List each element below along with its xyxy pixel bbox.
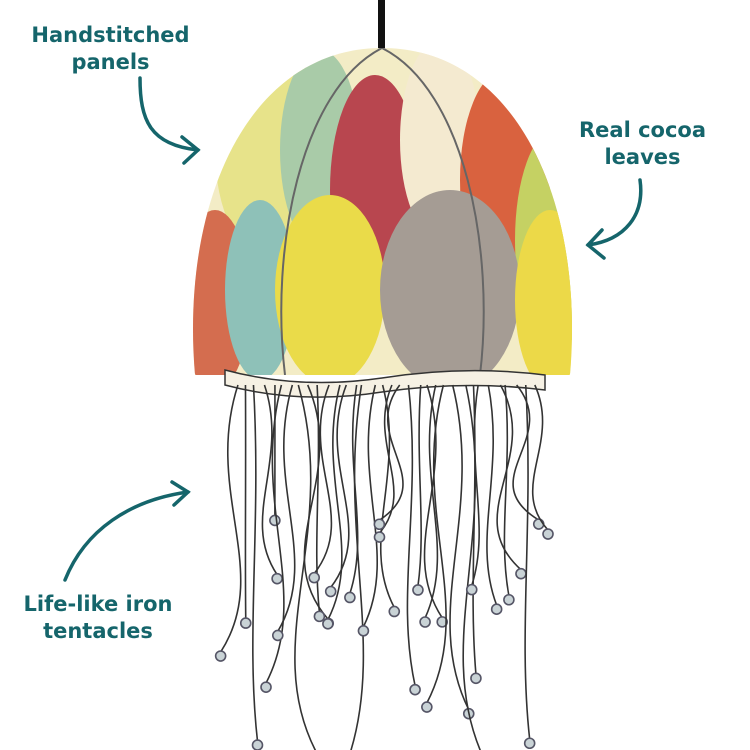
tentacle	[426, 384, 447, 704]
tentacle	[486, 384, 498, 606]
arrow-cocoa-icon	[586, 178, 643, 247]
arrow-tentacles-icon	[63, 490, 190, 582]
tentacle	[470, 384, 480, 586]
glass-bead	[523, 737, 536, 750]
tentacle	[252, 384, 259, 742]
glass-bead	[214, 650, 227, 662]
tentacle	[294, 384, 317, 750]
tentacle	[330, 384, 350, 588]
annotation-text: Real cocoa	[578, 118, 706, 142]
tentacle	[378, 384, 395, 534]
tentacle	[378, 384, 404, 521]
glass-bead	[324, 585, 337, 598]
tentacle	[531, 384, 549, 531]
glass-bead	[503, 593, 515, 606]
tentacle	[313, 384, 333, 575]
tentacle	[496, 384, 522, 571]
tentacle	[349, 384, 359, 594]
glass-bead	[419, 616, 431, 628]
annotation-iron-tentacles: Life-like iron tentacles	[18, 591, 178, 645]
glass-bead	[357, 624, 370, 637]
tentacle	[417, 384, 422, 587]
tentacle	[219, 384, 242, 653]
tentacle	[327, 384, 343, 621]
annotation-text: tentacles	[43, 619, 153, 643]
glass-bead	[409, 683, 421, 696]
tentacle	[424, 384, 439, 619]
annotation-handstitched-panels: Handstitched panels	[28, 22, 193, 76]
power-cord	[378, 0, 385, 50]
annotation-text: leaves	[604, 145, 681, 169]
tentacle	[315, 384, 321, 613]
glass-bead	[308, 571, 320, 584]
tentacle	[261, 384, 278, 576]
annotation-cocoa-leaves: Real cocoa leaves	[570, 117, 715, 171]
glass-bead	[436, 616, 449, 628]
annotation-text: panels	[71, 50, 150, 74]
glass-bead	[412, 584, 424, 596]
glass-bead	[421, 701, 433, 713]
glass-bead	[542, 528, 554, 540]
annotation-arrows	[63, 76, 643, 582]
tentacle	[512, 384, 540, 521]
iron-tentacles	[214, 384, 554, 750]
glass-bead	[470, 672, 482, 685]
glass-bead	[239, 617, 252, 629]
glass-bead	[515, 567, 527, 580]
arrow-handstitched-icon	[138, 76, 200, 152]
glass-bead	[271, 629, 284, 642]
lamp-shade	[192, 48, 573, 375]
tentacle	[423, 384, 443, 619]
tentacle	[449, 384, 470, 711]
tentacle	[406, 384, 416, 686]
glass-bead	[260, 681, 272, 693]
glass-bead	[373, 531, 386, 543]
glass-bead	[388, 605, 401, 618]
glass-bead	[373, 518, 386, 531]
annotation-text: Life-like iron	[23, 592, 173, 616]
tentacle	[350, 384, 365, 750]
glass-bead	[465, 583, 478, 596]
glass-bead	[251, 739, 264, 750]
tentacle	[524, 384, 531, 740]
tentacle	[277, 384, 296, 632]
glass-bead	[322, 617, 334, 630]
tentacle	[503, 384, 510, 596]
tentacle	[265, 384, 285, 684]
glass-bead	[269, 514, 281, 527]
glass-bead	[271, 572, 283, 585]
glass-bead	[344, 591, 356, 604]
glass-bead	[490, 603, 503, 615]
tentacle	[303, 384, 329, 620]
glass-bead	[313, 610, 326, 623]
shade-rim	[224, 369, 546, 398]
annotation-text: Handstitched	[31, 23, 190, 47]
tentacle	[362, 384, 379, 628]
